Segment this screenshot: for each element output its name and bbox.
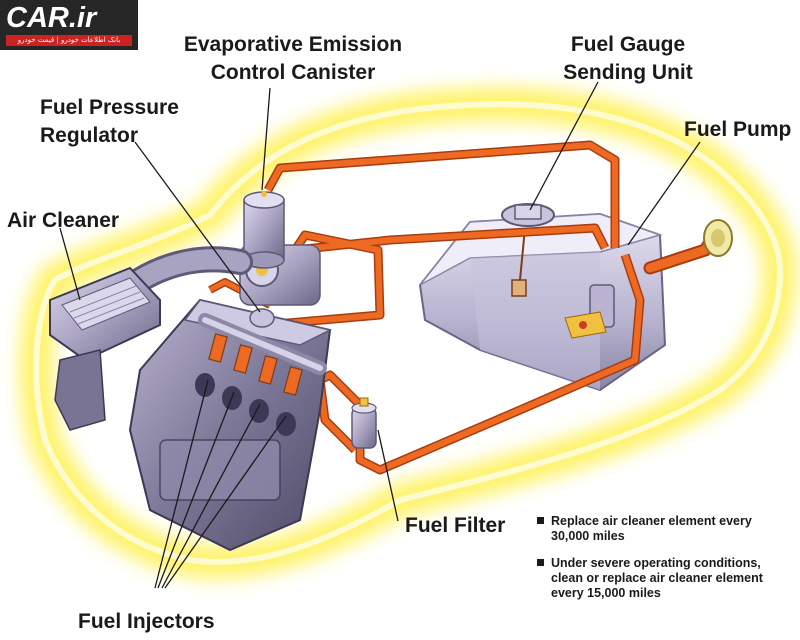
note-item: Replace air cleaner element every 30,000… [537, 514, 787, 544]
leader-lines [59, 81, 701, 589]
note-text: Replace air cleaner element every 30,000… [551, 514, 752, 543]
evap-canister [243, 191, 285, 269]
filler-neck [643, 219, 733, 275]
label-sending-unit: Fuel Gauge Sending Unit [548, 31, 708, 87]
label-fuel-filter: Fuel Filter [405, 514, 506, 537]
fuel-pump [564, 284, 615, 339]
note-item: Under severe operating conditions, clean… [537, 556, 787, 601]
fuel-filter [351, 397, 377, 449]
label-pressure-regulator-line1: Fuel Pressure [40, 96, 179, 119]
bullet-icon [537, 517, 544, 524]
maintenance-notes: Replace air cleaner element every 30,000… [537, 514, 787, 613]
car-outline-glow [19, 87, 798, 579]
label-evap-canister-line1: Evaporative Emission [183, 33, 403, 56]
label-evap-canister-line2: Control Canister [210, 61, 376, 84]
label-sending-unit-line2: Sending Unit [563, 61, 693, 84]
label-fuel-pump: Fuel Pump [684, 118, 792, 141]
fuel-rail [198, 313, 327, 396]
note-text: Under severe operating conditions, clean… [551, 556, 763, 600]
logo-text: CAR.ir [6, 2, 97, 34]
label-fuel-injectors: Fuel Injectors [78, 610, 215, 633]
air-cleaner [49, 246, 253, 431]
bullet-icon [537, 559, 544, 566]
car-ir-logo: CAR.ir بانک اطلاعات خودرو | قیمت خودرو [0, 0, 138, 50]
label-pressure-regulator: Fuel Pressure Regulator [40, 94, 179, 150]
label-sending-unit-line1: Fuel Gauge [570, 33, 686, 56]
sending-unit [501, 203, 555, 297]
pressure-regulator [249, 308, 275, 328]
logo-tagline: بانک اطلاعات خودرو | قیمت خودرو [6, 35, 132, 46]
label-pressure-regulator-line2: Regulator [40, 124, 139, 147]
label-air-cleaner: Air Cleaner [7, 209, 120, 232]
label-evap-canister: Evaporative Emission Control Canister [178, 31, 408, 87]
